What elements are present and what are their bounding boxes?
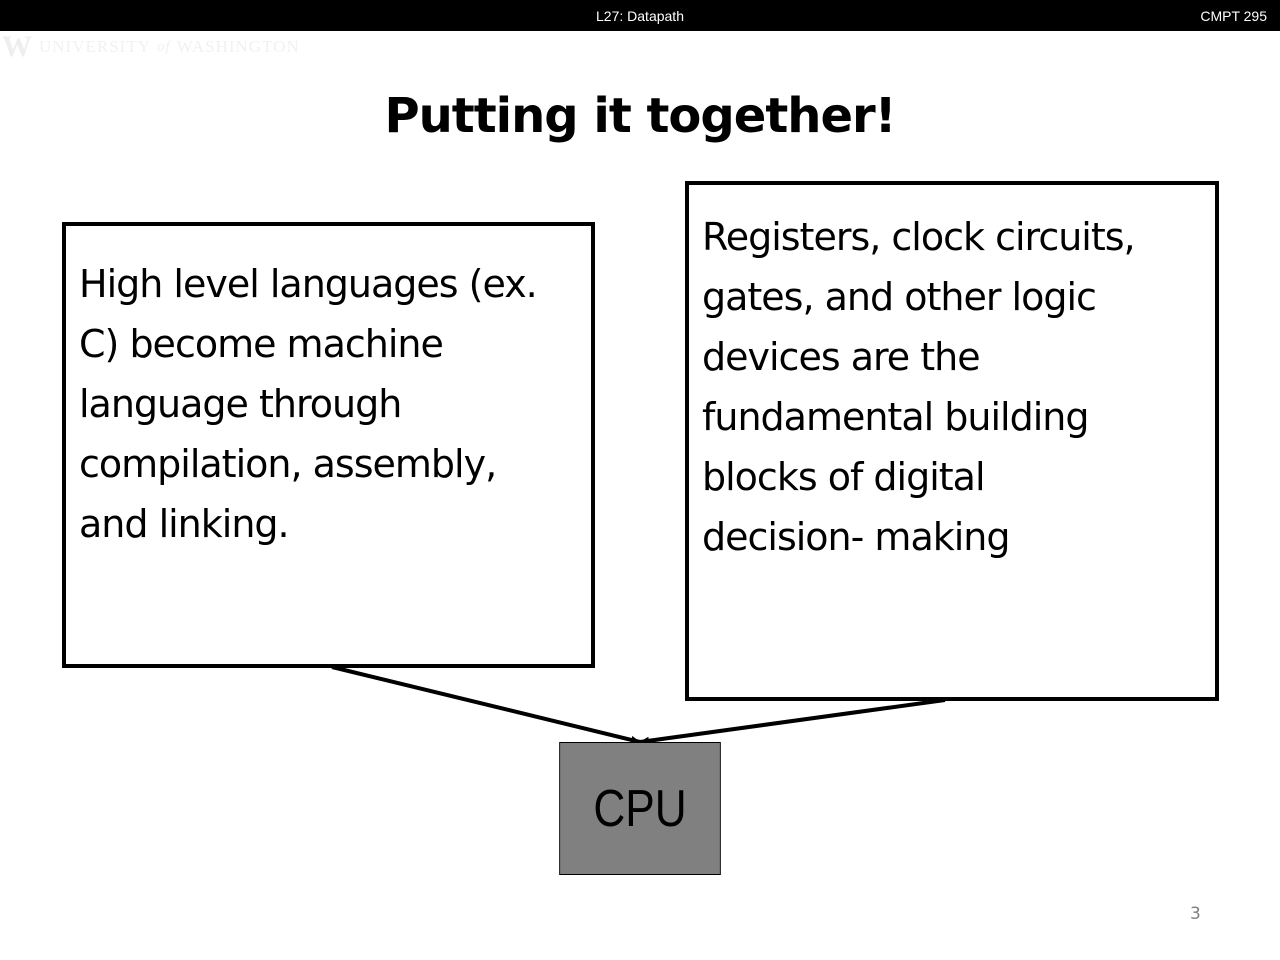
- cpu-label: CPU: [593, 779, 687, 838]
- slide-title: Putting it together!: [384, 88, 896, 144]
- box-line: language through: [79, 382, 402, 426]
- cpu-block: CPU: [559, 742, 721, 875]
- lecture-title: L27: Datapath: [596, 8, 684, 24]
- box-line: Registers, clock circuits,: [702, 215, 1136, 259]
- w-logo-icon: W: [2, 30, 33, 63]
- high-level-languages-box: High level languages (ex. C) become mach…: [62, 222, 595, 668]
- arrow-right-to-cpu: [639, 698, 946, 745]
- logic-devices-box: Registers, clock circuits, gates, and ot…: [685, 181, 1219, 701]
- course-code: CMPT 295: [1200, 8, 1267, 24]
- box-line: compilation, assembly,: [79, 442, 497, 486]
- box-line: fundamental building: [702, 395, 1089, 439]
- box-line: C) become machine: [79, 322, 444, 366]
- university-logo: W UNIVERSITY of WASHINGTON: [2, 30, 300, 63]
- box-line: gates, and other logic: [702, 275, 1097, 319]
- arrow-left-to-cpu: [331, 665, 641, 744]
- box-line: devices are the: [702, 335, 981, 379]
- page-number: 3: [1190, 904, 1201, 924]
- box-line: blocks of digital: [702, 455, 986, 499]
- box-line: High level languages (ex.: [79, 262, 538, 306]
- slide-header-bar: L27: Datapath CMPT 295: [0, 0, 1280, 31]
- box-line: and linking.: [79, 502, 290, 546]
- box-line: decision- making: [702, 515, 1011, 559]
- logo-text-of: of: [157, 38, 171, 55]
- logo-text-university: UNIVERSITY: [39, 37, 151, 56]
- logo-text-washington: WASHINGTON: [176, 37, 300, 56]
